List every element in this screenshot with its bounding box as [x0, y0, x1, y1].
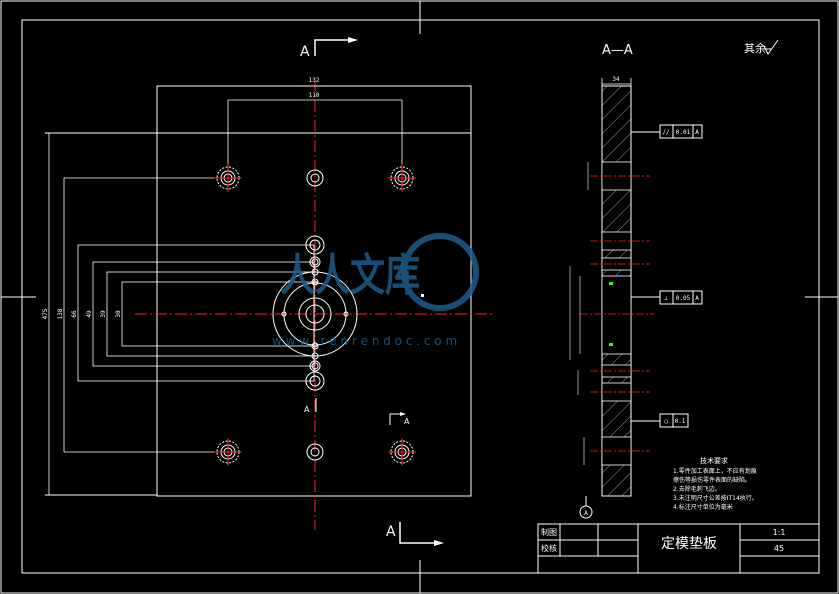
dim-height-6: 30 — [115, 310, 122, 318]
tech-note-line: 4.标注尺寸单位为毫米 — [673, 503, 733, 511]
material-value: 45 — [774, 544, 784, 553]
svg-text:0.1: 0.1 — [675, 418, 686, 425]
title-block: 制图 校核 定模垫板 1:1 45 — [537, 523, 820, 574]
technical-requirements: 技术要求 1.零件加工表面上，不应有划痕 擦伤等损伤零件表面的缺陷。 2.去除毛… — [673, 456, 758, 511]
section-mark-mid2: A — [404, 417, 410, 426]
center-hole-bottom — [306, 443, 324, 461]
section-mark-top: A — [300, 44, 310, 60]
section-arrow-top: A — [300, 37, 358, 60]
section-arrow-bottom: A — [386, 522, 444, 546]
section-view: A—A 其余 34 — [569, 39, 779, 519]
center-hole-top — [306, 169, 324, 187]
tech-note-line: 1.零件加工表面上，不应有划痕 — [673, 467, 757, 475]
dim-height-4: 49 — [86, 310, 93, 318]
front-view: 132 110 475 138 66 49 39 30 — [42, 37, 495, 546]
section-arrow-mid: A A — [304, 398, 410, 426]
watermark-brand: 人人文库 — [280, 250, 420, 301]
svg-text:0.05: 0.05 — [676, 295, 691, 302]
center-hole-stack — [305, 235, 325, 391]
part-name: 定模垫板 — [661, 536, 717, 552]
watermark: 人人文库 w w w . r e n r e n d o c . c o m — [272, 233, 479, 348]
svg-text:A: A — [695, 129, 699, 136]
roughness-note: 其余 — [744, 41, 766, 55]
section-mark-bottom: A — [386, 524, 396, 540]
scale-value: 1:1 — [773, 528, 786, 537]
tech-note-line: 2.去除毛刺飞边。 — [673, 485, 721, 493]
tolerance-frame-perpendicular: ⊥ 0.05 A — [631, 290, 703, 305]
tech-note-line: 擦伤等损伤零件表面的缺陷。 — [673, 476, 751, 484]
dim-height-3: 66 — [71, 310, 78, 318]
corner-hole-tl — [214, 164, 242, 192]
dim-width-holes: 110 — [309, 92, 320, 99]
dim-height-overall: 475 — [42, 308, 49, 319]
checked-by-label: 校核 — [541, 543, 557, 553]
watermark-url: w w w . r e n r e n d o c . c o m — [272, 334, 457, 348]
dim-thickness: 34 — [612, 76, 620, 83]
section-title: A—A — [602, 43, 633, 58]
corner-hole-bl — [214, 438, 242, 466]
svg-text:◯: ◯ — [664, 418, 668, 425]
corner-hole-br — [388, 438, 416, 466]
tech-notes-title: 技术要求 — [700, 456, 728, 465]
corner-hole-tr — [388, 164, 416, 192]
dim-width-overall: 132 — [309, 77, 320, 84]
dim-height-2: 138 — [57, 308, 64, 319]
datum-label: A — [584, 510, 588, 517]
dim-height-5: 39 — [100, 310, 107, 318]
svg-text:⊥: ⊥ — [664, 295, 668, 302]
section-mark-mid: A — [304, 405, 310, 414]
sprue-bushing-hole — [272, 271, 358, 357]
svg-text://: // — [662, 129, 670, 136]
drawn-by-label: 制图 — [541, 527, 557, 537]
tech-note-line: 3.未注明尺寸公差按IT14执行。 — [673, 494, 758, 502]
tolerance-frame-parallel: // 0.01 A — [631, 124, 703, 139]
datum-symbol: A — [579, 496, 593, 519]
roughness-symbol — [762, 39, 779, 55]
svg-text:A: A — [695, 295, 699, 302]
tolerance-frame-flatness: ◯ 0.1 — [631, 413, 689, 428]
svg-text:0.01: 0.01 — [676, 129, 691, 136]
